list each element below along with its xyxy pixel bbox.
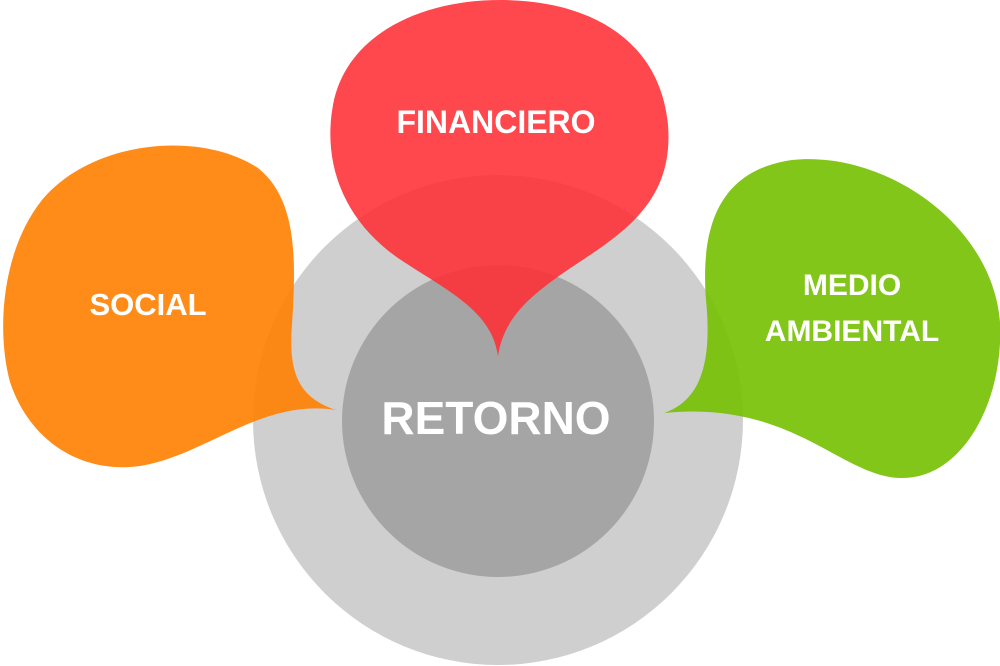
social-petal xyxy=(3,145,337,468)
financiero-petal xyxy=(330,0,669,356)
medio-ambiental-label-line2: AMBIENTAL xyxy=(765,315,939,348)
center-label: RETORNO xyxy=(381,392,610,444)
inner-circle xyxy=(342,265,654,577)
financiero-label: FINANCIERO xyxy=(396,104,595,140)
medio-ambiental-petal xyxy=(664,159,1000,479)
social-label: SOCIAL xyxy=(89,287,206,322)
medio-ambiental-label-line1: MEDIO xyxy=(803,269,901,302)
